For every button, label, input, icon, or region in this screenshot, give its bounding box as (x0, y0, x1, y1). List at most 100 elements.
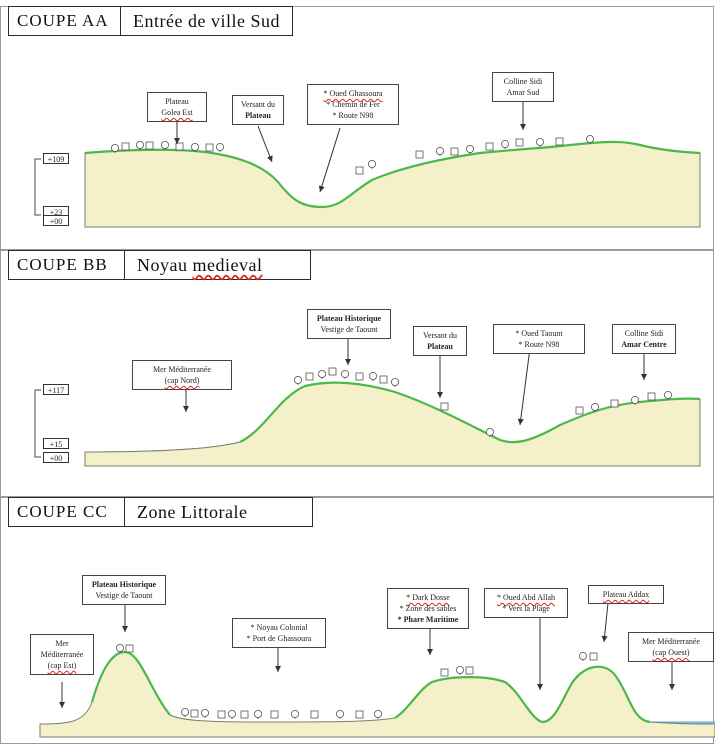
arrow-head (537, 684, 543, 690)
section-2 (0, 250, 714, 497)
callout-line: Méditerranée (40, 650, 84, 659)
building-icon (355, 166, 364, 175)
terrain-profile (84, 141, 701, 228)
arrow-head (122, 626, 128, 632)
arrow-head (275, 666, 281, 672)
section-name: Entrée de ville Sud (133, 11, 280, 31)
tree-icon (190, 142, 199, 151)
building-icon (379, 375, 388, 384)
tree-icon (664, 390, 673, 399)
callout-line: Plateau Historique (91, 580, 157, 589)
tree-icon (631, 395, 640, 404)
callout-line: Vestige de Taount (95, 591, 153, 600)
vegetation-line (90, 650, 651, 724)
section-code: COUPE AA (9, 7, 122, 35)
callout-box: * Oued Ghassoura* Chemin de Fer* Route N… (307, 84, 399, 125)
building-icon (610, 399, 619, 408)
building-icon (310, 710, 319, 719)
callout-arrow (319, 127, 341, 193)
elevation-label: +117 (43, 384, 69, 395)
tree-icon (111, 143, 120, 152)
callout-line: * Vers la Plage (502, 604, 550, 613)
tree-icon (116, 644, 125, 653)
tree-icon (160, 140, 169, 149)
callout-line: Plateau (165, 97, 189, 106)
building-icon (415, 150, 424, 159)
arrow-head (427, 649, 433, 655)
building-icon (355, 710, 364, 719)
building-icon (647, 392, 656, 401)
callout-box: * Dark Dosse* Zone des sables* Phare Mar… (387, 588, 469, 629)
terrain-profile (84, 382, 701, 467)
tree-icon (390, 377, 399, 386)
callout-line: * Port de Ghassoura (246, 634, 312, 643)
callout-line: Colline Sidi (503, 77, 543, 86)
callout-line: * Dark Dosse (406, 593, 450, 602)
callout-line: * Oued Taount (515, 329, 563, 338)
tree-icon (290, 710, 299, 719)
building-icon (190, 709, 199, 718)
callout-box: Versant du Plateau (413, 326, 467, 356)
callout-line: * Oued Ghassoura (323, 89, 383, 98)
callout-line: Plateau (245, 111, 271, 120)
building-icon (465, 666, 474, 675)
building-icon (440, 402, 449, 411)
elevation-bracket (34, 389, 41, 458)
tree-icon (340, 369, 349, 378)
callout-box: Mer Méditerranée(cap Ouest) (628, 632, 714, 662)
tree-icon (227, 710, 236, 719)
tree-icon (293, 375, 302, 384)
tree-icon (435, 146, 444, 155)
building-icon (240, 710, 249, 719)
callout-line: Versant du (241, 100, 275, 109)
elevation-label: +15 (43, 438, 69, 449)
building-icon (270, 710, 279, 719)
tree-icon (455, 666, 464, 675)
tree-icon (180, 708, 189, 717)
building-icon (589, 652, 598, 661)
arrow-head (267, 155, 273, 162)
building-icon (125, 644, 134, 653)
arrow-head (601, 635, 608, 642)
callout-line: Plateau Historique (316, 314, 382, 323)
building-icon (217, 710, 226, 719)
elevation-bracket (34, 158, 41, 216)
arrow-head (641, 374, 647, 380)
callout-box: * Oued Taount* Route N98 (493, 324, 585, 354)
callout-line: Plateau (427, 342, 453, 351)
tree-icon (135, 140, 144, 149)
building-icon (515, 138, 524, 147)
arrow-head (669, 684, 675, 690)
tree-icon (373, 710, 382, 719)
callout-line: * Oued Abd Allah (497, 593, 555, 602)
callout-line: Colline Sidi (624, 329, 664, 338)
callout-line: Amar Sud (506, 88, 540, 97)
building-icon (328, 367, 337, 376)
callout-box: Versant du Plateau (232, 95, 284, 125)
arrow-head (318, 185, 325, 192)
callout-box: * Oued Abd Allah * Vers la Plage (484, 588, 568, 618)
tree-icon (335, 710, 344, 719)
tree-icon (591, 402, 600, 411)
callout-line: Versant du (423, 331, 457, 340)
building-icon (485, 142, 494, 151)
section-code: COUPE BB (9, 251, 125, 279)
building-icon (305, 372, 314, 381)
building-icon (575, 406, 584, 415)
elevation-label: +00 (43, 215, 69, 226)
section-1 (0, 6, 714, 250)
callout-box: * Noyau Colonial* Port de Ghassoura (232, 618, 326, 648)
section-code: COUPE CC (9, 498, 125, 526)
tree-icon (485, 427, 494, 436)
vegetation-line (84, 140, 701, 209)
tree-icon (200, 709, 209, 718)
building-icon (145, 141, 154, 150)
tree-icon (579, 652, 588, 661)
arrow-head (174, 138, 180, 144)
